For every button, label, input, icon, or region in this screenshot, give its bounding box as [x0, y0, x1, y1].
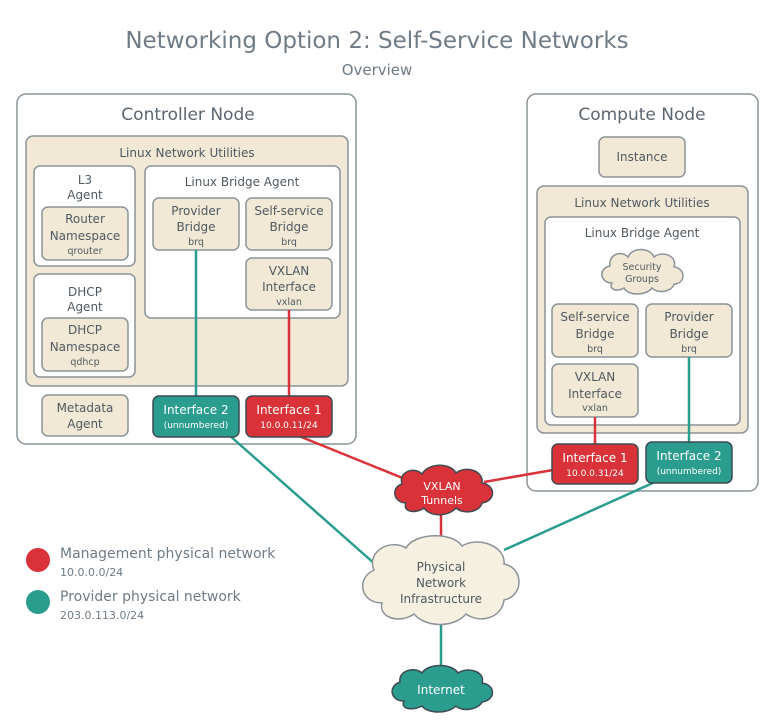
controller-bridge-agent-label: Linux Bridge Agent	[185, 175, 300, 189]
controller-interface-1	[245, 395, 333, 438]
legend-management-label: Management physical network	[60, 546, 276, 562]
compute-interface-1-address: 10.0.0.31/24	[566, 469, 624, 479]
controller-interface-2-address: (unnumbered)	[164, 421, 229, 431]
legend-management-subnet: 10.0.0.0/24	[60, 566, 123, 579]
physical-network-label-3: Infrastructure	[400, 592, 482, 606]
dhcp-namespace-label-1: DHCP	[68, 323, 102, 337]
router-namespace-label-1: Router	[65, 212, 105, 226]
controller-interface-2-label: Interface 2	[163, 403, 228, 417]
metadata-agent-label-1: Metadata	[57, 401, 114, 415]
dhcp-namespace	[41, 317, 129, 372]
controller-selfservice-bridge-label-1: Self-service	[254, 204, 323, 218]
diagram-subtitle: Overview	[342, 61, 413, 79]
metadata-agent-label-2: Agent	[67, 417, 103, 431]
dhcp-agent-label-2: Agent	[67, 300, 103, 314]
controller-node-title: Controller Node	[121, 105, 254, 125]
controller-selfservice-bridge-label-3: brq	[281, 237, 297, 248]
dhcp-namespace-label-2: Namespace	[50, 340, 121, 354]
compute-interface-1-label: Interface 1	[562, 451, 627, 465]
controller-to-vxlan-link	[288, 430, 411, 483]
physical-network-cloud	[361, 534, 520, 626]
compute-to-vxlan-link	[483, 468, 554, 484]
controller-vxlan-interface-label-2: Interface	[262, 280, 316, 294]
dhcp-namespace-label-3: qdhcp	[70, 357, 99, 368]
security-groups-label-2: Groups	[625, 274, 659, 285]
controller-to-physical-link	[228, 434, 377, 566]
compute-vxlan-interface-label-3: vxlan	[582, 403, 608, 414]
vxlan-tunnels-cloud	[394, 464, 494, 516]
compute-to-physical-link	[503, 476, 665, 552]
controller-vxlan-interface-label-3: vxlan	[276, 297, 302, 308]
controller-interface-1-label: Interface 1	[256, 403, 321, 417]
compute-selfservice-bridge	[551, 303, 639, 358]
compute-interface-2-address: (unnumbered)	[657, 467, 722, 477]
controller-selfservice-bridge-label-2: Bridge	[269, 220, 308, 234]
controller-interface-1-address: 10.0.0.11/24	[260, 421, 318, 431]
compute-selfservice-bridge-label-1: Self-service	[560, 310, 629, 324]
router-namespace-label-2: Namespace	[50, 229, 121, 243]
vxlan-tunnels-label-1: VXLAN	[423, 480, 460, 493]
router-namespace	[41, 206, 129, 261]
compute-provider-bridge-label-1: Provider	[664, 310, 713, 324]
internet-cloud	[391, 664, 494, 713]
instance-label: Instance	[616, 150, 667, 164]
compute-bridge-agent-label: Linux Bridge Agent	[585, 226, 700, 240]
legend-provider-label: Provider physical network	[60, 589, 242, 605]
security-groups-cloud	[601, 248, 684, 295]
compute-selfservice-bridge-label-2: Bridge	[575, 327, 614, 341]
controller-provider-bridge-label-3: brq	[188, 237, 204, 248]
legend-provider-swatch	[26, 590, 50, 614]
physical-network-label-1: Physical	[417, 560, 466, 574]
legend-provider-subnet: 203.0.113.0/24	[60, 609, 144, 622]
metadata-agent	[41, 394, 129, 437]
compute-interface-2-label: Interface 2	[656, 449, 721, 463]
controller-selfservice-bridge	[245, 197, 333, 251]
controller-interface-2	[152, 395, 240, 438]
dhcp-agent-label-1: DHCP	[68, 285, 102, 299]
router-namespace-label-3: qrouter	[67, 246, 102, 257]
l3-agent-label-1: L3	[78, 173, 92, 187]
instance	[598, 136, 686, 178]
vxlan-tunnels-label-2: Tunnels	[420, 494, 463, 507]
compute-provider-bridge-label-2: Bridge	[669, 327, 708, 341]
compute-vxlan-interface-label-1: VXLAN	[575, 370, 616, 384]
compute-node-title: Compute Node	[578, 105, 705, 125]
controller-provider-bridge-label-2: Bridge	[176, 220, 215, 234]
controller-utilities-label: Linux Network Utilities	[119, 146, 254, 160]
controller-provider-bridge-label-1: Provider	[171, 204, 220, 218]
compute-provider-bridge-label-3: brq	[681, 344, 697, 355]
compute-utilities-label: Linux Network Utilities	[574, 196, 709, 210]
internet-label: Internet	[417, 683, 465, 697]
legend-management-swatch	[26, 548, 50, 572]
compute-interface-1	[551, 443, 639, 485]
security-groups-label-1: Security	[622, 262, 661, 273]
l3-agent-label-2: Agent	[67, 188, 103, 202]
compute-vxlan-interface-label-2: Interface	[568, 387, 622, 401]
compute-selfservice-bridge-label-3: brq	[587, 344, 603, 355]
physical-network-label-2: Network	[416, 576, 466, 590]
controller-vxlan-interface-label-1: VXLAN	[269, 264, 310, 278]
compute-interface-2	[645, 441, 733, 484]
diagram-title: Networking Option 2: Self-Service Networ…	[125, 28, 628, 54]
